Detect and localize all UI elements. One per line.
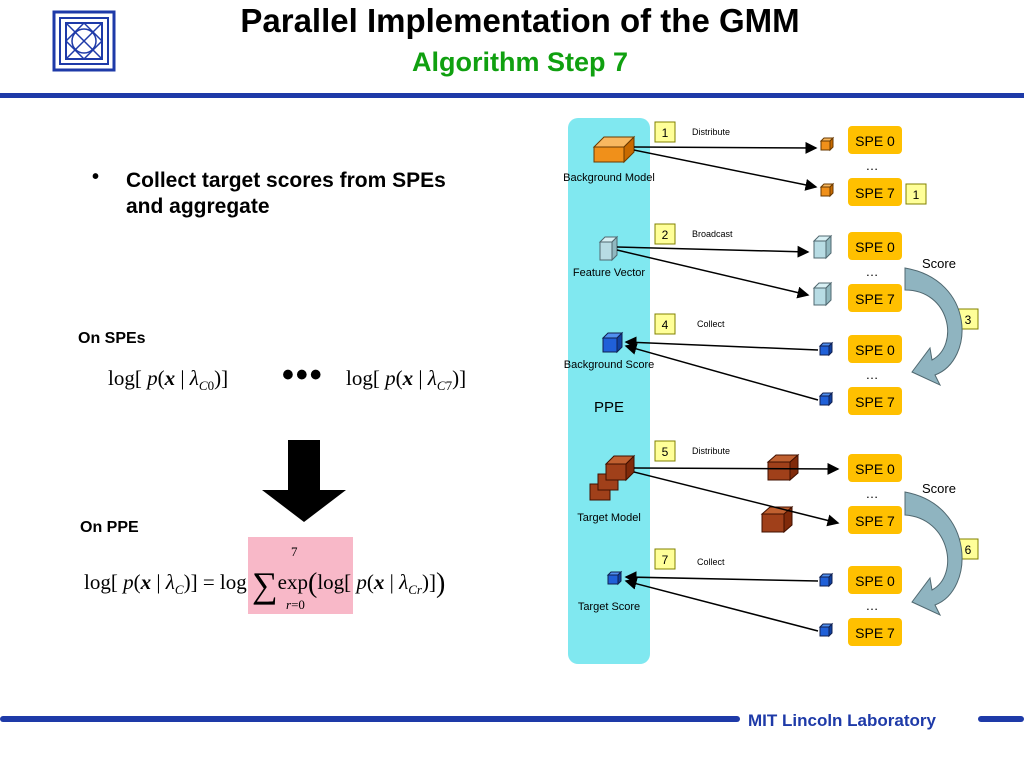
flow-arrows xyxy=(616,141,840,632)
ppe-item-label: Background Score xyxy=(564,359,655,371)
spe-ellipsis: … xyxy=(866,486,879,501)
summation-highlight xyxy=(248,537,353,614)
svg-text:5: 5 xyxy=(662,445,669,459)
step-label: Distribute xyxy=(692,446,730,456)
ppe-bar xyxy=(568,118,650,664)
spe-box: SPE 7 xyxy=(848,284,902,312)
gmm-pipeline-diagram: PPE Background Model Feature Vector Back… xyxy=(563,118,979,664)
feature-vector-cube xyxy=(598,235,619,262)
spe-score-cube xyxy=(818,391,834,407)
svg-text:2: 2 xyxy=(662,228,669,242)
side-step-1: 1 xyxy=(905,183,927,205)
svg-text:SPE 7: SPE 7 xyxy=(855,513,895,529)
spe-box: SPE 0 xyxy=(848,126,902,154)
footer-org: MIT Lincoln Laboratory xyxy=(748,711,936,730)
svg-text:SPE 0: SPE 0 xyxy=(855,342,895,358)
spe-model-cube xyxy=(760,505,794,534)
score-label: Score xyxy=(922,481,956,496)
spe-score-cube xyxy=(818,572,834,588)
svg-text:SPE 7: SPE 7 xyxy=(855,291,895,307)
svg-text:SPE 0: SPE 0 xyxy=(855,461,895,477)
svg-text:3: 3 xyxy=(965,313,972,327)
ppe-item-label: Target Score xyxy=(578,601,640,613)
svg-text:SPE 0: SPE 0 xyxy=(855,573,895,589)
ppe-label: PPE xyxy=(594,399,624,416)
step-box-1: 1 xyxy=(654,121,676,143)
spe-feature-cube xyxy=(812,281,833,307)
footer-divider-left xyxy=(0,716,740,722)
target-score-cube xyxy=(606,570,623,586)
on-ppe-label: On PPE xyxy=(80,519,139,536)
spe-ellipsis: … xyxy=(866,598,879,613)
mit-ll-logo-icon xyxy=(52,10,116,72)
svg-text:4: 4 xyxy=(662,318,669,332)
spe-box: SPE 7 xyxy=(848,506,902,534)
spe-model-cube xyxy=(766,453,800,482)
target-model-cubes xyxy=(589,454,636,501)
step-label: Broadcast xyxy=(692,229,733,239)
spe-ellipsis: … xyxy=(866,367,879,382)
spe-box: SPE 0 xyxy=(848,335,902,363)
svg-text:SPE 7: SPE 7 xyxy=(855,625,895,641)
spe-box: SPE 7 xyxy=(848,387,902,415)
spe-box: SPE 7 xyxy=(848,178,902,206)
step-box-5: 5 xyxy=(654,440,676,462)
ppe-aggregate-equation: log[ p(x | λC)] = log ∑exp(log[ p(x | λC… xyxy=(84,565,446,605)
down-arrow-icon xyxy=(262,440,346,522)
step-box-2: 2 xyxy=(654,223,676,245)
spe-box: SPE 7 xyxy=(848,618,902,646)
page-title: Parallel Implementation of the GMM xyxy=(240,2,800,39)
svg-text:7: 7 xyxy=(662,553,669,567)
background-score-cube xyxy=(601,331,624,354)
score-arrow-1 xyxy=(904,267,963,387)
score-arrow-2 xyxy=(904,491,963,617)
spe-orange-cube xyxy=(819,136,835,152)
ellipsis-dots: ••• xyxy=(282,356,324,394)
bullet-symbol: • xyxy=(92,166,100,188)
spe-score-cube xyxy=(818,622,834,638)
footer-divider-right xyxy=(978,716,1024,722)
ppe-item-label: Target Model xyxy=(577,512,641,524)
spe-ellipsis: … xyxy=(866,264,879,279)
spe-orange-cube xyxy=(819,182,835,198)
page-subtitle: Algorithm Step 7 xyxy=(411,47,628,77)
bullet-text: Collect target scores from SPEs and aggr… xyxy=(126,169,446,218)
svg-text:SPE 0: SPE 0 xyxy=(855,239,895,255)
step-box-4: 4 xyxy=(654,313,676,335)
svg-text:1: 1 xyxy=(913,188,920,202)
svg-text:1: 1 xyxy=(662,126,669,140)
score-label: Score xyxy=(922,256,956,271)
step-label: Collect xyxy=(697,319,725,329)
svg-text:6: 6 xyxy=(965,543,972,557)
on-spes-label: On SPEs xyxy=(78,330,146,347)
spe-box: SPE 0 xyxy=(848,232,902,260)
ppe-item-label: Background Model xyxy=(563,172,655,184)
svg-text:SPE 7: SPE 7 xyxy=(855,185,895,201)
spe7-score-equation: log[ p(x | λC7)] xyxy=(346,366,467,394)
spe-feature-cube xyxy=(812,234,833,260)
svg-text:SPE 0: SPE 0 xyxy=(855,133,895,149)
spe-ellipsis: … xyxy=(866,158,879,173)
spe0-score-equation: log[ p(x | λC0)] xyxy=(108,366,229,394)
sum-upper-limit: 7 xyxy=(291,544,298,559)
spe-box: SPE 0 xyxy=(848,454,902,482)
step-box-7: 7 xyxy=(654,548,676,570)
spe-box: SPE 0 xyxy=(848,566,902,594)
svg-text:SPE 7: SPE 7 xyxy=(855,394,895,410)
title-divider xyxy=(0,93,1024,98)
background-model-cube xyxy=(592,135,636,164)
ppe-item-label: Feature Vector xyxy=(573,267,645,279)
spe-score-cube xyxy=(818,341,834,357)
step-label: Collect xyxy=(697,557,725,567)
sum-lower-limit: r=0 xyxy=(286,597,305,612)
step-label: Distribute xyxy=(692,127,730,137)
